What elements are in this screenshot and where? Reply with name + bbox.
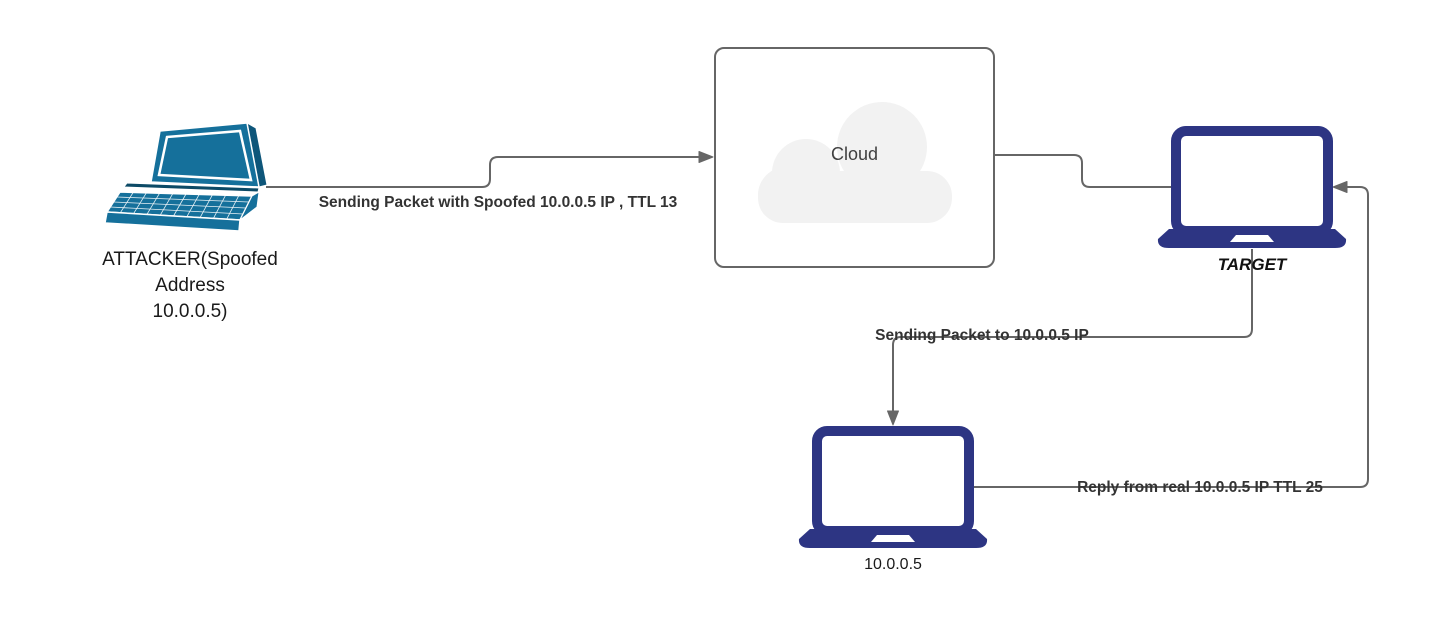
edge-real-to-target-label: Reply from real 10.0.0.5 IP TTL 25 bbox=[1077, 479, 1323, 496]
edge-target-to-real-label: Sending Packet to 10.0.0.5 IP bbox=[875, 327, 1089, 344]
attacker-label: ATTACKER(Spoofed Address 10.0.0.5) bbox=[65, 247, 315, 325]
edge-real-to-target-arrowhead bbox=[1332, 181, 1348, 193]
edge-cloud-to-target-path bbox=[993, 154, 1171, 188]
edge-attacker-to-cloud-arrowhead bbox=[698, 151, 714, 163]
edge-target-to-real-path bbox=[892, 249, 1253, 411]
target-label: TARGET bbox=[1217, 255, 1287, 274]
real-host-label: 10.0.0.5 bbox=[864, 556, 922, 573]
cloud-label: Cloud bbox=[830, 144, 879, 164]
attacker-label-line1: ATTACKER(Spoofed bbox=[102, 249, 278, 270]
edge-real-to-target-path bbox=[974, 186, 1369, 488]
edge-attacker-to-cloud-path bbox=[266, 156, 699, 188]
cloud-icon bbox=[756, 101, 954, 225]
attacker-label-line3: 10.0.0.5) bbox=[152, 301, 228, 322]
edge-attacker-to-cloud-label: Sending Packet with Spoofed 10.0.0.5 IP … bbox=[318, 194, 678, 211]
edge-target-to-real-arrowhead bbox=[887, 410, 899, 426]
attacker-label-line2: Address bbox=[155, 275, 225, 296]
cloud-node: Cloud bbox=[714, 47, 995, 268]
